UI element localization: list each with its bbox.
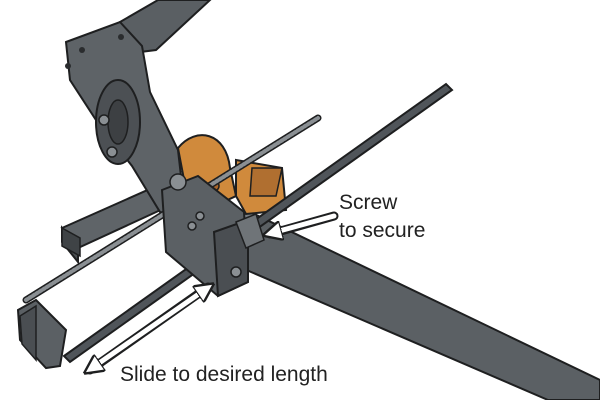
pivot-hub [95, 79, 141, 165]
screw-label-line1: Screw [339, 191, 398, 214]
screw-label-line2: to secure [339, 219, 426, 242]
screw-arrow-icon [270, 211, 339, 234]
end-stop [16, 298, 68, 370]
clamp-block [160, 173, 265, 298]
slide-label: Slide to desired length [120, 363, 328, 386]
slide-arrow-icon [90, 287, 208, 370]
